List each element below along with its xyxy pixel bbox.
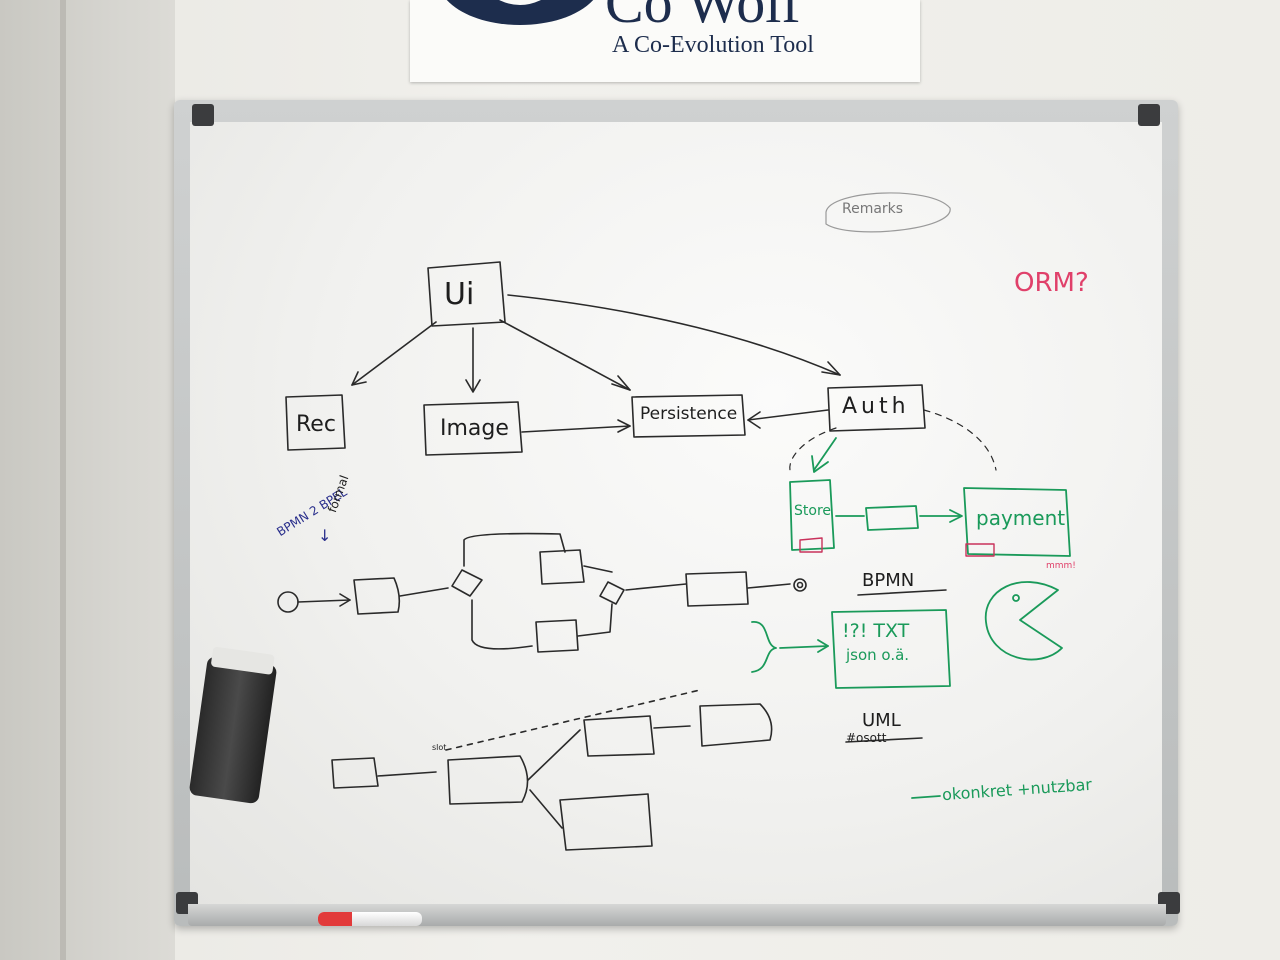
store-label: Store — [794, 503, 832, 519]
marker-tray — [188, 904, 1166, 926]
uml-note: #osott — [846, 731, 887, 745]
image-label: Image — [440, 416, 509, 441]
frame-corner — [192, 104, 214, 126]
poster: Co Wolf A Co-Evolution Tool — [410, 0, 920, 82]
auth-label: Auth — [842, 394, 910, 419]
red-marker — [318, 912, 422, 926]
co-wolf-logo — [447, 0, 593, 25]
arrow-down-glyph: ↓ — [318, 526, 332, 545]
poster-subtitle: A Co-Evolution Tool — [612, 32, 814, 58]
slot-label: slot — [432, 743, 447, 752]
wall-edge — [60, 0, 66, 960]
ui-label: Ui — [444, 277, 475, 312]
uml-label: UML — [862, 710, 901, 731]
orm-label: ORM? — [1014, 268, 1089, 298]
txt-label: !?! TXT — [842, 620, 910, 642]
remarks-label: Remarks — [842, 201, 904, 217]
frame-corner — [1138, 104, 1160, 126]
json-label: json o.ä. — [846, 646, 910, 664]
wall — [0, 0, 175, 960]
whiteboard-surface — [190, 122, 1162, 906]
payment-label: payment — [976, 506, 1066, 530]
bpmn-label: BPMN — [862, 570, 915, 591]
mmm-label: mmm! — [1046, 561, 1076, 571]
marker-cap — [318, 912, 352, 926]
poster-title: Co Wolf — [605, 0, 801, 35]
persistence-label: Persistence — [640, 404, 738, 424]
rec-label: Rec — [296, 412, 336, 437]
